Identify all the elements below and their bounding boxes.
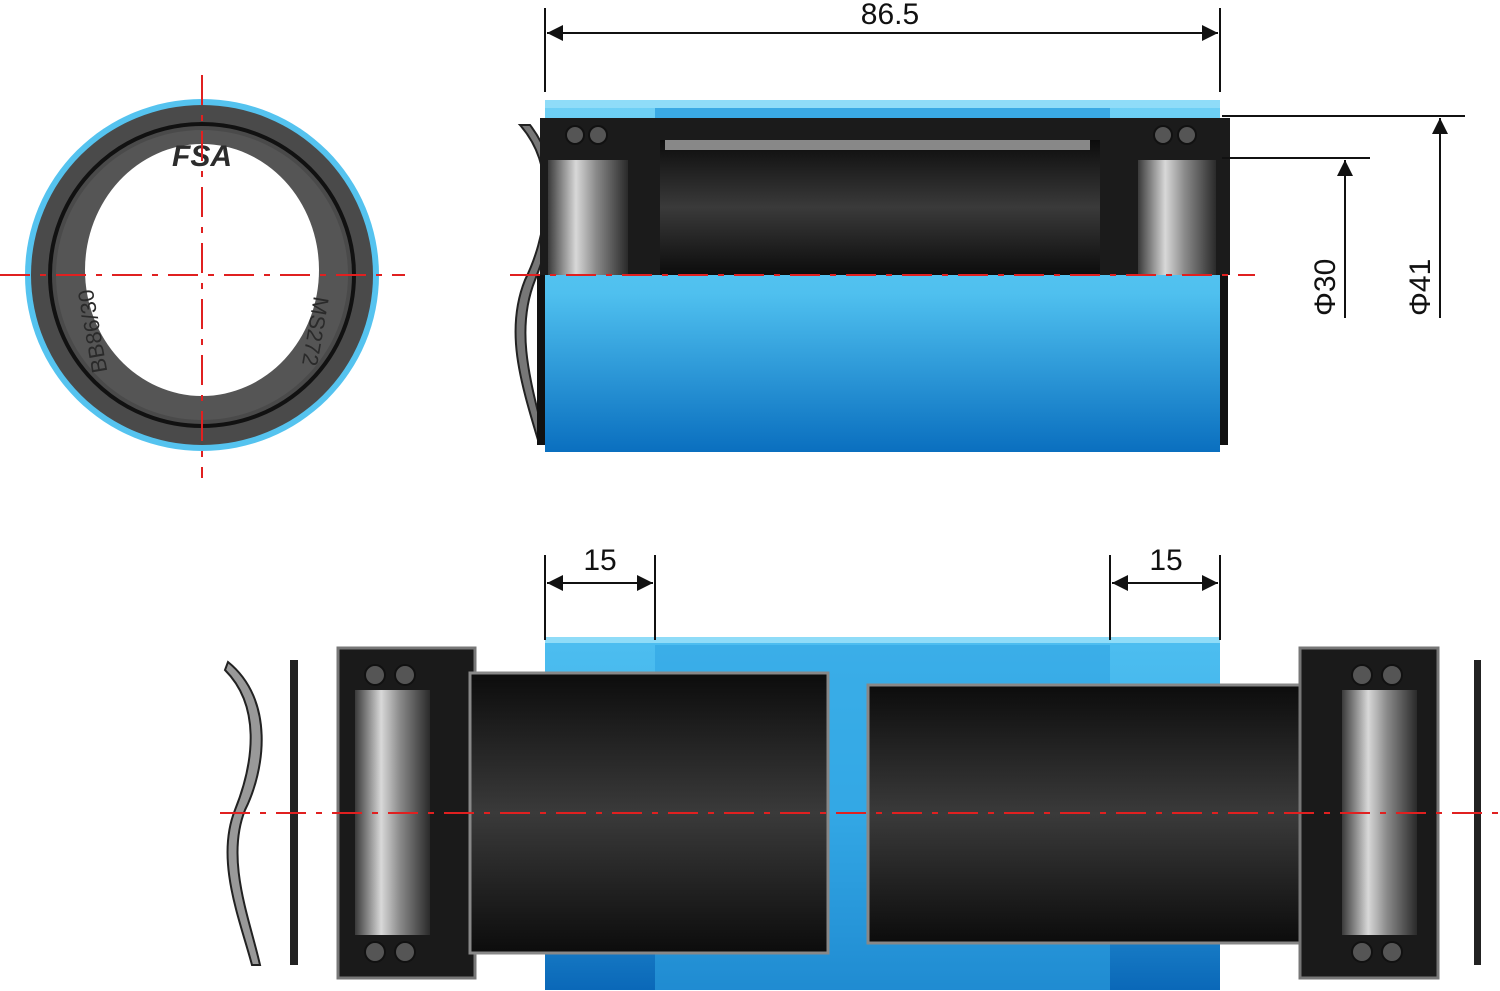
dimension-overall-width: 86.5 — [544, 0, 1221, 92]
exploded-side-view — [220, 637, 1500, 990]
spindle-tube — [660, 140, 1100, 275]
dimension-right-insert: 15 — [1109, 544, 1221, 640]
dimension-label-15-right: 15 — [1149, 544, 1182, 577]
right-bearing — [1138, 160, 1216, 275]
dimension-label-phi41: Φ41 — [1404, 259, 1437, 316]
dimension-inner-diameter: Φ30 — [1222, 157, 1370, 318]
dimension-left-insert: 15 — [544, 544, 656, 640]
dimension-label-86-5: 86.5 — [861, 0, 919, 31]
dimension-label-phi30: Φ30 — [1309, 259, 1342, 316]
end-view-ring: FSA BB86/30 MS272 — [0, 75, 405, 478]
assembled-side-view — [510, 100, 1255, 452]
left-bearing — [548, 160, 628, 275]
dimension-label-15-left: 15 — [583, 544, 616, 577]
dimension-outer-diameter: Φ41 — [1222, 115, 1465, 318]
